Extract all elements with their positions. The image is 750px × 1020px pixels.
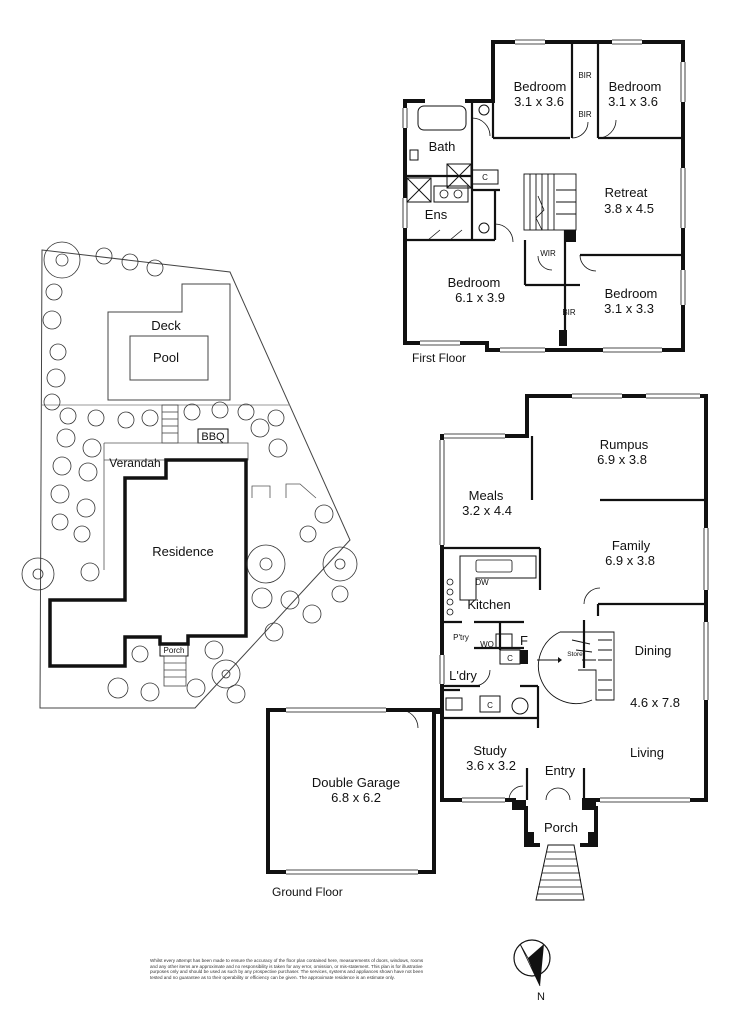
gf-doors bbox=[399, 587, 601, 801]
toilet-icon bbox=[478, 104, 490, 116]
first-floor-plan: Bedroom 3.1 x 3.6 Bedroom 3.1 x 3.6 Retr… bbox=[402, 39, 686, 365]
gf-porch-label: Porch bbox=[544, 820, 578, 835]
dining-living-size: 4.6 x 7.8 bbox=[630, 695, 680, 710]
meals-size: 3.2 x 4.4 bbox=[462, 503, 512, 518]
ground-floor-title: Ground Floor bbox=[272, 885, 343, 899]
north-arrow-icon bbox=[528, 944, 544, 986]
ff-bedroom-ne-size: 3.1 x 3.6 bbox=[608, 94, 658, 109]
porch-stairs bbox=[163, 655, 187, 687]
stair-post bbox=[566, 230, 576, 242]
wir-label: WIR bbox=[540, 249, 556, 258]
sink-icon bbox=[475, 559, 513, 573]
cupboard-c2 bbox=[479, 695, 501, 713]
verandah-label: Verandah bbox=[109, 456, 160, 470]
bathtub-icon bbox=[417, 105, 467, 131]
study-size: 3.6 x 3.2 bbox=[466, 758, 516, 773]
tree-icon bbox=[43, 241, 81, 279]
north-label: N bbox=[537, 991, 545, 1003]
porch-post bbox=[588, 832, 596, 845]
vanity-icon bbox=[433, 185, 469, 203]
ff-bedroom-se-name: Bedroom bbox=[605, 286, 658, 301]
meals-name: Meals bbox=[469, 488, 504, 503]
windows bbox=[402, 39, 686, 353]
bir-label-2: BIR bbox=[578, 71, 592, 80]
cooktop-icon bbox=[446, 578, 454, 616]
trees bbox=[21, 241, 358, 704]
retreat-name: Retreat bbox=[605, 185, 648, 200]
garage-size: 6.8 x 6.2 bbox=[331, 790, 381, 805]
gf-stairs bbox=[538, 631, 615, 704]
fridge-label: F bbox=[520, 633, 528, 648]
deck-label: Deck bbox=[151, 318, 181, 333]
entry-label: Entry bbox=[545, 763, 576, 778]
pool-label: Pool bbox=[153, 350, 179, 365]
garage-name: Double Garage bbox=[312, 775, 400, 790]
family-size: 6.9 x 3.8 bbox=[605, 553, 655, 568]
kitchen-label: Kitchen bbox=[467, 597, 510, 612]
ff-bedroom-nw-size: 3.1 x 3.6 bbox=[514, 94, 564, 109]
gf-interior-walls bbox=[442, 436, 706, 800]
laundry-tub bbox=[445, 697, 463, 711]
study-name: Study bbox=[473, 743, 507, 758]
basin-icon bbox=[409, 149, 419, 161]
residence-outline bbox=[48, 458, 248, 668]
north-arrow: N bbox=[513, 939, 551, 1003]
living-label: Living bbox=[630, 745, 664, 760]
rumpus-name: Rumpus bbox=[600, 437, 649, 452]
site-porch-label: Porch bbox=[164, 646, 185, 655]
ground-floor-plan: Rumpus 6.9 x 3.8 Meals 3.2 x 4.4 Family … bbox=[266, 393, 709, 901]
deck-outline bbox=[107, 283, 231, 401]
compass-icon bbox=[513, 939, 551, 977]
ff-bedroom-ne-name: Bedroom bbox=[609, 79, 662, 94]
ff-bedroom-nw-name: Bedroom bbox=[514, 79, 567, 94]
gate bbox=[251, 483, 317, 499]
c2-label: C bbox=[487, 701, 493, 710]
bath-label: Bath bbox=[429, 139, 456, 154]
front-steps bbox=[535, 844, 585, 901]
window-lines bbox=[402, 39, 686, 353]
store-label: Store bbox=[567, 651, 583, 658]
rumpus-size: 6.9 x 3.8 bbox=[597, 452, 647, 467]
wo-label: WO bbox=[480, 640, 494, 649]
bbq-label: BBQ bbox=[201, 431, 225, 443]
front-steps-treads bbox=[537, 851, 583, 895]
porch-post bbox=[526, 832, 534, 845]
ff-main-bedroom-name: Bedroom bbox=[448, 275, 501, 290]
c1-label: C bbox=[507, 654, 513, 663]
bir-label-1: BIR bbox=[562, 308, 576, 317]
disclaimer-text: Whilst every attempt has been made to en… bbox=[150, 958, 424, 980]
retreat-size: 3.8 x 4.5 bbox=[604, 201, 654, 216]
ens-label: Ens bbox=[425, 207, 448, 222]
site-boundary bbox=[39, 249, 351, 709]
kitchen-bench bbox=[459, 555, 537, 601]
doors bbox=[427, 117, 617, 272]
family-name: Family bbox=[612, 538, 651, 553]
linen-cupboard bbox=[471, 169, 499, 185]
site-plan: Deck Pool BBQ Verandah Residence Porch bbox=[21, 241, 358, 709]
first-floor-title: First Floor bbox=[412, 351, 466, 365]
pantry-label: P'try bbox=[453, 633, 469, 642]
residence-label: Residence bbox=[152, 544, 213, 559]
cupboard-label: C bbox=[482, 173, 488, 182]
ens-toilet-icon bbox=[478, 222, 490, 234]
gf-windows bbox=[286, 393, 709, 875]
ff-main-bedroom-size: 6.1 x 3.9 bbox=[455, 290, 505, 305]
first-floor-stairs bbox=[523, 173, 577, 231]
shower-icon bbox=[406, 163, 472, 203]
laundry-label: L'dry bbox=[449, 668, 477, 683]
dw-label: DW bbox=[475, 578, 489, 587]
gf-window-lines bbox=[286, 393, 709, 875]
dining-label: Dining bbox=[635, 643, 672, 658]
fridge-slot bbox=[495, 633, 513, 649]
shrub-icon bbox=[95, 247, 113, 265]
ff-bedroom-se-size: 3.1 x 3.3 bbox=[604, 301, 654, 316]
deck-stairs bbox=[161, 404, 179, 444]
bir-label-3: BIR bbox=[578, 110, 592, 119]
powder-toilet-icon bbox=[511, 697, 529, 715]
pool-outline bbox=[129, 335, 209, 381]
